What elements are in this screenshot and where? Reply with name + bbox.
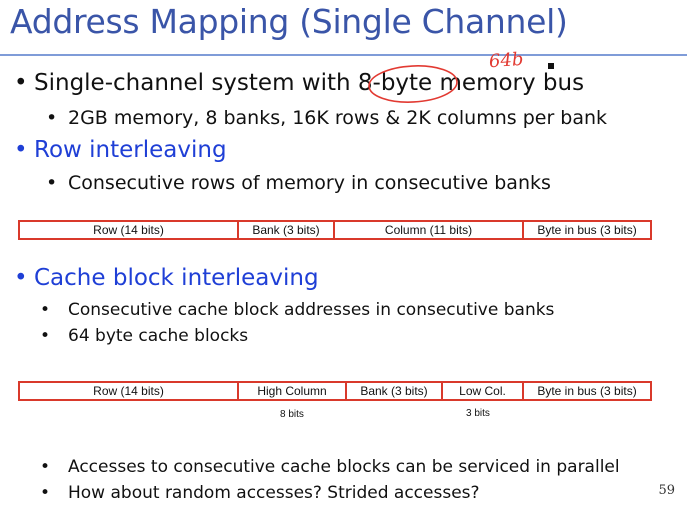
handwritten-note: 64b [488,48,525,73]
cursor-marker-icon [548,63,554,69]
field-row: Row (14 bits) [20,383,239,399]
high-column-bits-label: 8 bits [280,409,304,420]
bullet-dot-icon: • [40,457,51,477]
field-byte-in-bus: Byte in bus (3 bits) [537,384,637,398]
bullet-text: Consecutive cache block addresses in con… [68,300,555,320]
bullet-text: 2GB memory, 8 banks, 16K rows & 2K colum… [68,107,608,129]
field-column: Column (11 bits) [335,222,524,238]
title-divider [0,54,687,56]
field-row: Row (14 bits) [20,222,239,238]
field-bank: Bank (3 bits) [347,383,443,399]
bullet-row-interleaving-desc: • Consecutive rows of memory in consecuti… [46,172,551,194]
bullet-text: 64 byte cache blocks [68,326,249,346]
bullet-dot-icon: • [40,300,51,320]
field-low-col: Low Col. [443,383,524,399]
bullet-dot-icon: • [40,483,51,503]
bullet-text: Accesses to consecutive cache blocks can… [68,457,620,477]
slide-title: Address Mapping (Single Channel) [10,2,568,41]
bullet-text: Row interleaving [34,137,227,163]
field-bank: Bank (3 bits) [239,222,335,238]
low-col-bits-label: 3 bits [466,408,490,419]
field-byte-in-bus: Byte in bus (3 bits) [537,223,637,237]
cache-interleaving-address-layout: Row (14 bits) High Column Bank (3 bits) … [18,381,652,401]
bullet-dot-icon: • [46,172,58,194]
bullet-cache-desc-2: • 64 byte cache blocks [40,326,248,346]
bullet-dot-icon: • [40,326,51,346]
bullet-memory-config: • 2GB memory, 8 banks, 16K rows & 2K colu… [46,107,607,129]
page-number: 59 [658,483,675,498]
bullet-parallel-note: • Accesses to consecutive cache blocks ca… [40,457,620,477]
bullet-text: Consecutive rows of memory in consecutiv… [68,172,551,194]
heading-cache-block-interleaving: •Cache block interleaving [14,265,319,291]
bullet-text: Single-channel system with 8-byte memory… [34,70,585,96]
heading-row-interleaving: •Row interleaving [14,137,227,163]
row-interleaving-address-layout: Row (14 bits) Bank (3 bits) Column (11 b… [18,220,652,240]
bullet-dot-icon: • [14,265,28,291]
bullet-text: Cache block interleaving [34,265,319,291]
bullet-dot-icon: • [46,107,58,129]
field-high-column: High Column [239,383,347,399]
bullet-single-channel: •Single-channel system with 8-byte memor… [14,70,584,96]
bullet-cache-desc-1: • Consecutive cache block addresses in co… [40,300,554,320]
bullet-random-note: • How about random accesses? Strided acce… [40,483,480,503]
bullet-dot-icon: • [14,137,28,163]
bullet-dot-icon: • [14,70,28,96]
bullet-text: How about random accesses? Strided acces… [68,483,480,503]
